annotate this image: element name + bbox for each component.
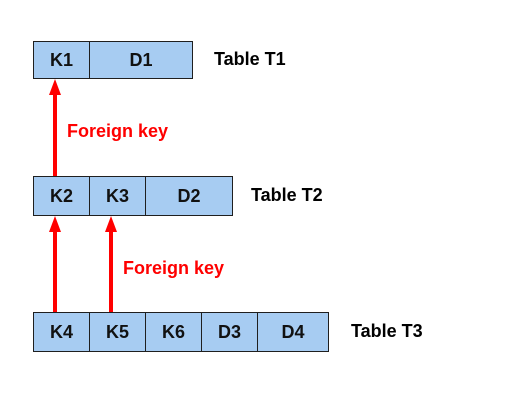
arrow-k4-to-k2 bbox=[49, 216, 61, 312]
table-t1-label: Table T1 bbox=[214, 49, 286, 69]
t1-cell-k1: K1 bbox=[33, 41, 90, 79]
table-t3-label: Table T3 bbox=[351, 321, 423, 341]
t3-cell-d4: D4 bbox=[257, 312, 329, 352]
arrow-k2-to-k1 bbox=[49, 79, 61, 176]
t3-cell-k5: K5 bbox=[89, 312, 146, 352]
foreign-key-label-t2-t1: Foreign key bbox=[67, 121, 169, 141]
t2-cell-k2: K2 bbox=[33, 176, 90, 216]
t1-cell-d1: D1 bbox=[89, 41, 193, 79]
t3-cell-k6: K6 bbox=[145, 312, 202, 352]
table-t2-label: Table T2 bbox=[251, 185, 323, 205]
t2-cell-d2: D2 bbox=[145, 176, 233, 216]
t3-cell-k4: K4 bbox=[33, 312, 90, 352]
t2-cell-k3: K3 bbox=[89, 176, 146, 216]
foreign-key-label-t3-t2: Foreign key bbox=[123, 258, 225, 278]
arrow-k5-to-k3 bbox=[105, 216, 117, 312]
t3-cell-d3: D3 bbox=[201, 312, 258, 352]
